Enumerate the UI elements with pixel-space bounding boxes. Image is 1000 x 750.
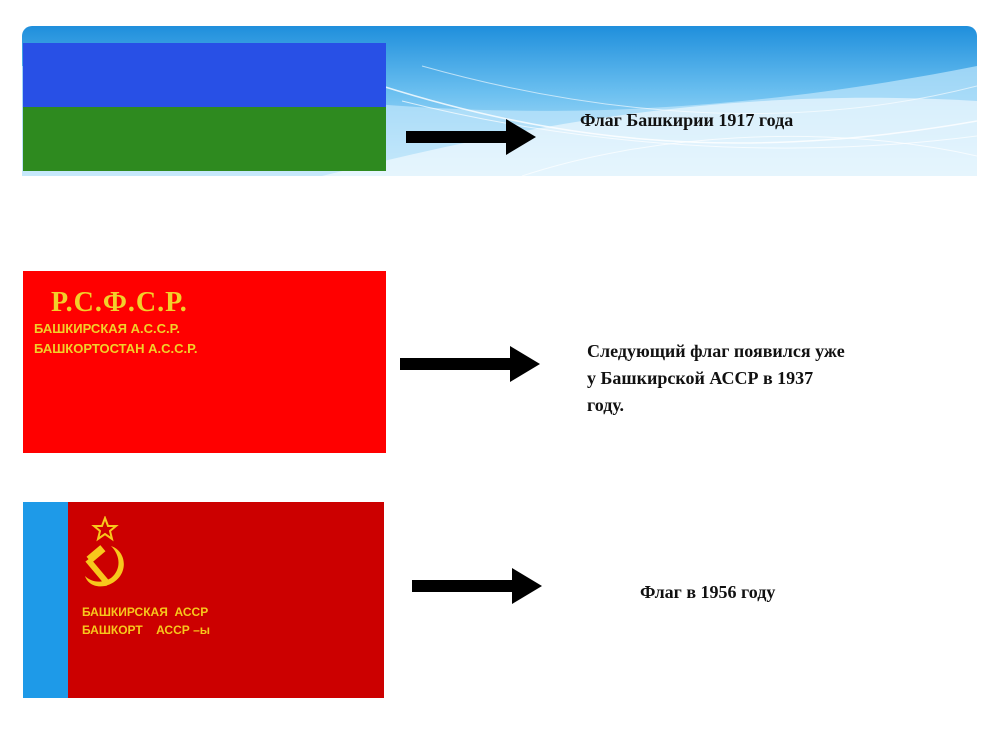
flag-1937-line2: БАШКИРСКАЯ А.С.С.Р.: [34, 321, 180, 336]
caption-1917: Флаг Башкирии 1917 года: [580, 110, 794, 130]
flag-1937: Р.С.Ф.С.Р. БАШКИРСКАЯ А.С.С.Р. БАШКОРТОС…: [23, 271, 386, 453]
flag-1917-green-stripe: [23, 107, 386, 171]
caption-1937-line3: году.: [587, 395, 625, 415]
caption-1956: Флаг в 1956 году: [640, 582, 776, 602]
arrow-right-icon: [412, 568, 542, 604]
flag-1956-line1: БАШКИРСКАЯ АССР: [82, 605, 209, 619]
hammer-sickle-icon: [85, 516, 124, 587]
flag-1917: [23, 43, 386, 171]
caption-1937-line2: у Башкирской АССР в 1937: [587, 368, 814, 388]
flag-1956-line2: БАШКОРТ АССР –ы: [82, 623, 211, 637]
flag-1917-blue-stripe: [23, 43, 386, 107]
caption-1937: Следующий флаг появился уже у Башкирской…: [587, 338, 967, 419]
flag-1956: БАШКИРСКАЯ АССР БАШКОРТ АССР –ы: [23, 502, 384, 698]
star-icon: [91, 516, 119, 542]
flag-1956-red-field: [68, 502, 384, 698]
flag-1937-title: Р.С.Ф.С.Р.: [51, 287, 188, 318]
flag-1956-blue-hoist: [23, 502, 68, 698]
caption-1937-line1: Следующий флаг появился уже: [587, 341, 845, 361]
arrow-right-icon: [400, 346, 540, 382]
arrow-right-icon: [406, 119, 536, 155]
flag-1937-line3: БАШКОРТОСТАН А.С.С.Р.: [34, 341, 198, 356]
